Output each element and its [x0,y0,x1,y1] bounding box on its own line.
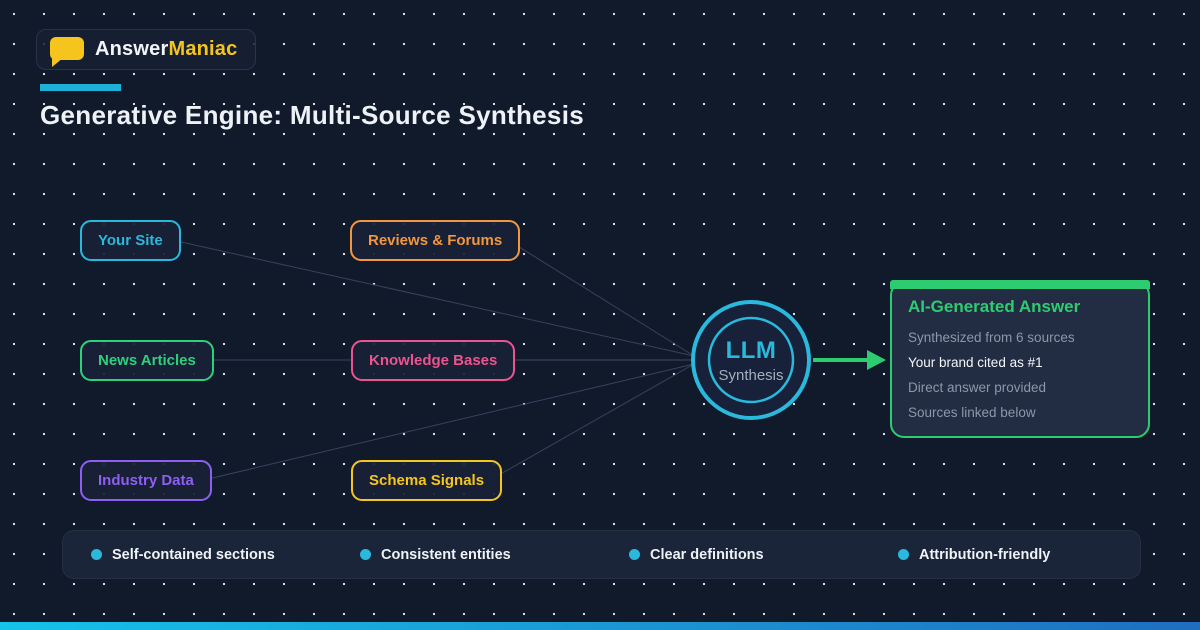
hub-title: LLM [725,336,777,364]
brand-name-accent: Maniac [168,38,238,60]
card-item-sources-linked: Sources linked below [908,405,1036,420]
card-title: AI-Generated Answer [908,297,1081,316]
feature-attribution-friendly: Attribution-friendly [898,547,1167,563]
brand-logo: AnswerManiac [36,29,257,70]
title-accent-bar [40,84,121,91]
feature-consistent-entities: Consistent entities [360,547,629,563]
source-box-reviews-forums: Reviews & Forums [350,220,521,261]
source-box-industry-data: Industry Data [80,460,212,501]
llm-hub-label: LLM Synthesis [691,300,811,420]
bullet-dot-icon [629,549,640,560]
source-box-your-site: Your Site [80,220,181,261]
card-item-brand-cited: Your brand cited as #1 [908,355,1043,370]
bullet-dot-icon [91,549,102,560]
feature-clear-definitions: Clear definitions [629,547,898,563]
brand-name: AnswerManiac [95,38,237,61]
feature-label: Attribution-friendly [919,546,1051,563]
page-title: Generative Engine: Multi-Source Synthesi… [40,100,584,130]
feature-label: Self-contained sections [112,546,275,563]
card-item-sources-count: Synthesized from 6 sources [908,330,1075,345]
brand-name-primary: Answer [95,38,169,60]
bullet-dot-icon [898,549,909,560]
bottom-accent-stripe [0,622,1200,630]
bullet-dot-icon [360,549,371,560]
card-top-accent-bar [890,280,1150,289]
source-box-knowledge-bases: Knowledge Bases [351,340,516,381]
hub-subtitle: Synthesis [718,366,784,384]
synthesis-arrow-icon [813,350,886,370]
source-box-news-articles: News Articles [80,340,214,381]
ai-answer-card: AI-Generated Answer Synthesized from 6 s… [890,280,1150,438]
feature-label: Consistent entities [381,546,511,563]
feature-self-contained: Self-contained sections [91,547,360,563]
content-tips-bar: Self-contained sections Consistent entit… [62,530,1141,579]
source-box-schema-signals: Schema Signals [351,460,503,501]
speech-bubble-icon [50,36,84,67]
card-item-direct-answer: Direct answer provided [908,380,1047,395]
feature-label: Clear definitions [650,546,764,563]
llm-hub-inner-circle [707,316,795,404]
